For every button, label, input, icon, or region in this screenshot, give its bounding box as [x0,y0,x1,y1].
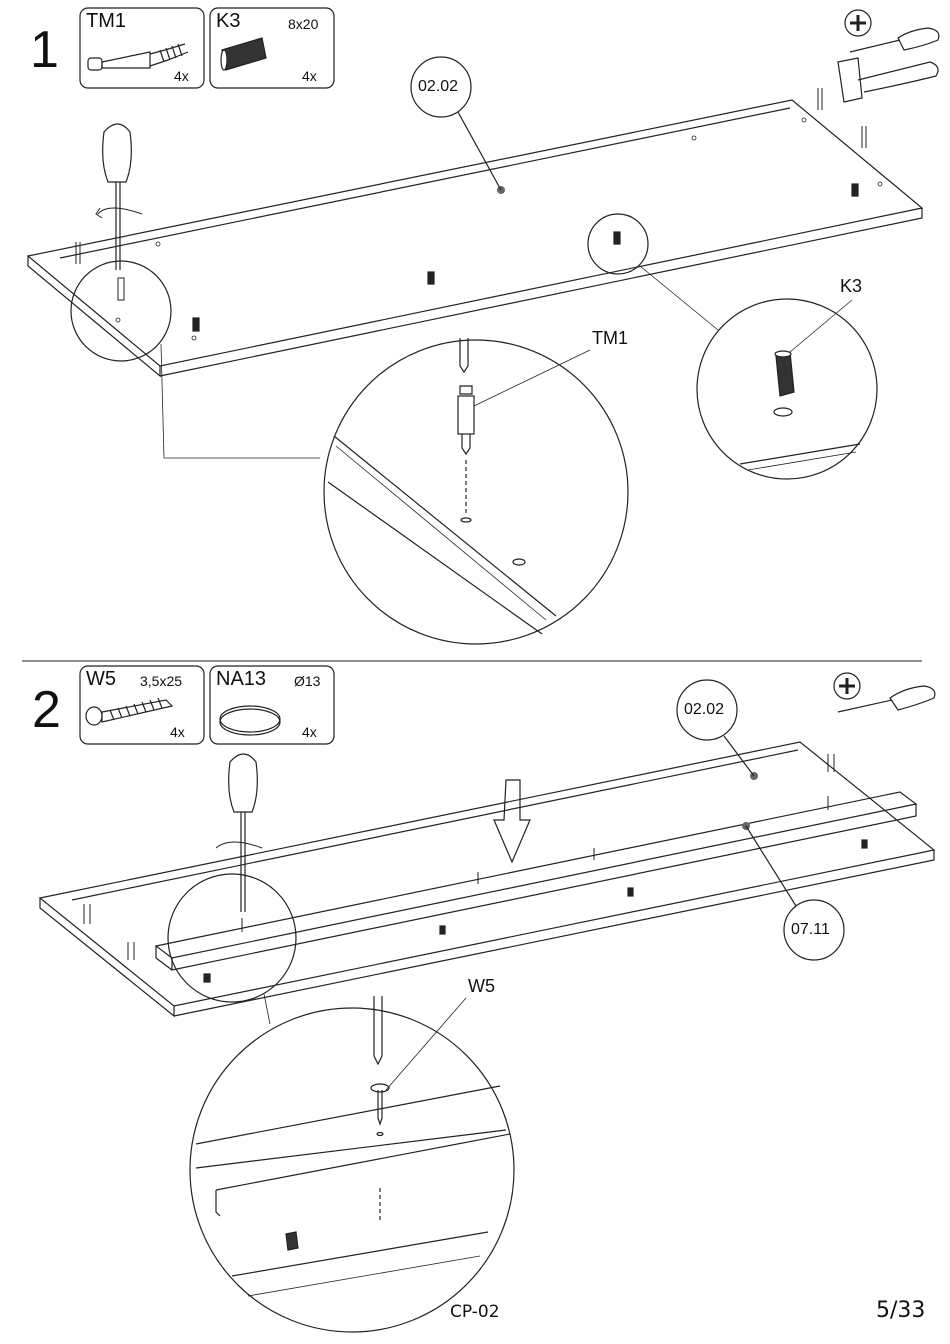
detail-label-w5: W5 [468,976,495,997]
part-qty-tm1: 4x [174,68,189,84]
cam-bolts-installed [76,88,866,300]
step-number-2: 2 [32,684,61,736]
arrow-down-icon [494,780,530,862]
panel-0202-step1 [28,100,922,376]
panel-holes [116,118,882,340]
part-code-w5: W5 [86,668,116,691]
detail-circle-w5 [190,996,514,1332]
posts-step2 [84,754,834,960]
na13-cap-icon [220,706,280,735]
panel-callout-label-2: 02.02 [684,701,724,719]
model-code: CP-02 [450,1302,500,1322]
part-code-tm1: TM1 [86,10,126,33]
tm1-cam-bolt-icon [88,44,188,70]
panel-0202-step2 [40,742,934,1016]
part-qty-k3: 4x [302,68,317,84]
detail-label-tm1: TM1 [592,328,628,349]
part-code-k3: K3 [216,10,240,33]
part-dimension-w5: 3,5x25 [140,673,182,689]
detail-circle-tm1 [324,338,628,644]
w5-screw-icon [86,698,172,725]
detail-circle-k3 [697,299,877,479]
part-dimension-na13: Ø13 [294,673,320,689]
part-qty-na13: 4x [302,724,317,740]
screws-installed [242,796,828,932]
step-number: 1 [30,24,59,76]
part-code-na13: NA13 [216,668,266,691]
rail-0711 [156,792,916,970]
screwdriver-step2 [216,754,262,912]
panel-callout-label: 02.02 [418,78,458,96]
part-dimension-k3: 8x20 [288,16,318,32]
screwdriver-step1 [96,124,142,270]
k3-dowel-icon [221,38,266,70]
detail-label-k3: K3 [840,276,862,297]
dowels-installed [193,184,858,331]
rail-callout-label: 07.11 [791,921,830,939]
screwdriver-icon [850,28,939,52]
page-number: 5/33 [876,1298,925,1323]
screwdriver-icon-2 [838,686,935,712]
hammer-icon [838,58,938,102]
zoom-circle-small-c [168,874,296,1002]
part-qty-w5: 4x [170,724,185,740]
zoom-circle-small-a [71,261,171,361]
